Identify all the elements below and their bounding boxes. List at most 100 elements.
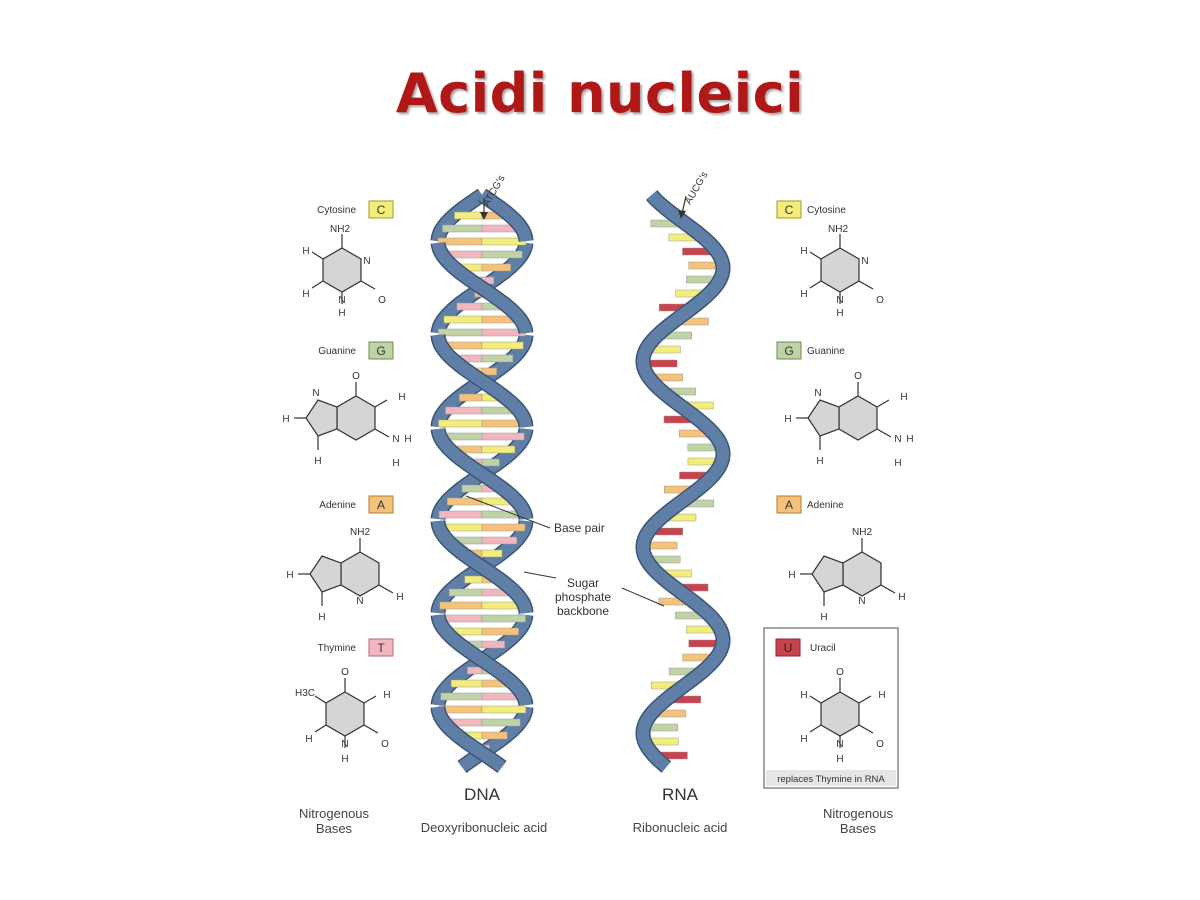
svg-text:N: N xyxy=(392,434,399,445)
svg-text:H: H xyxy=(398,392,405,403)
dna-backbone-front xyxy=(432,428,532,520)
dna-base-left xyxy=(454,211,483,220)
backbone-leader-right xyxy=(621,587,665,607)
svg-text:N: N xyxy=(861,256,868,267)
left-adenine-letter: A xyxy=(377,498,385,512)
rna-backbone xyxy=(636,191,729,772)
dna-base-left xyxy=(464,575,483,584)
uracil-note-bar xyxy=(766,770,896,786)
dna-base-left xyxy=(445,406,483,415)
svg-text:H: H xyxy=(338,308,345,319)
dna-double-helix xyxy=(430,188,534,773)
rna-single-strand xyxy=(635,190,731,773)
svg-text:H: H xyxy=(894,458,901,469)
left-thymine-name: Thymine xyxy=(318,643,357,654)
page-title: Acidi nucleici xyxy=(395,62,805,125)
svg-text:N: N xyxy=(858,596,865,607)
right-guanine-swatch xyxy=(776,341,802,360)
right-adenine-structure: NH2 H H H N xyxy=(788,527,905,623)
base-pair-leader xyxy=(465,495,551,529)
rna-top-label-group: AUCG's xyxy=(678,170,711,219)
left-cytosine-structure: NH2 H O H H N N xyxy=(302,224,386,319)
right-cytosine-structure: NH2 H O H H N N xyxy=(800,224,884,319)
svg-text:N: N xyxy=(338,295,345,306)
svg-text:NH2: NH2 xyxy=(330,224,350,235)
left-footer-line2: Bases xyxy=(316,821,353,836)
right-uracil-swatch xyxy=(775,638,801,657)
svg-text:H: H xyxy=(788,570,795,581)
svg-text:N: N xyxy=(814,388,821,399)
svg-text:O: O xyxy=(378,295,386,306)
svg-text:O: O xyxy=(876,295,884,306)
dna-base-left xyxy=(459,393,483,402)
dna-label: DNA xyxy=(464,785,501,804)
svg-text:N: N xyxy=(341,739,348,750)
dna-base-left xyxy=(443,315,483,324)
dna-base-left xyxy=(439,601,483,610)
right-uracil-structure: O H O H H H N xyxy=(800,667,885,765)
svg-text:N: N xyxy=(836,295,843,306)
left-adenine-swatch xyxy=(368,495,394,514)
right-adenine-name: Adenine xyxy=(807,500,844,511)
dna-base-left xyxy=(438,510,483,519)
dna-base-right xyxy=(481,354,514,363)
dna-base-right xyxy=(481,549,503,558)
svg-text:N: N xyxy=(894,434,901,445)
svg-text:H: H xyxy=(383,690,390,701)
dna-sublabel: Deoxyribonucleic acid xyxy=(421,820,547,835)
right-footer-line1: Nitrogenous xyxy=(823,806,894,821)
left-guanine-letter: G xyxy=(376,344,385,358)
svg-text:H: H xyxy=(800,246,807,257)
dna-base-left xyxy=(450,679,483,688)
svg-text:H: H xyxy=(784,414,791,425)
dna-base-right xyxy=(481,718,521,727)
svg-text:H: H xyxy=(800,734,807,745)
left-thymine-swatch xyxy=(368,638,394,657)
dna-backbone-front xyxy=(432,520,532,614)
backbone-leader-left xyxy=(523,571,557,579)
right-guanine-name: Guanine xyxy=(807,346,845,357)
dna-base-left xyxy=(442,224,483,233)
svg-text:N: N xyxy=(356,596,363,607)
rna-label: RNA xyxy=(662,785,699,804)
svg-text:H: H xyxy=(302,246,309,257)
backbone-label-line1: Sugar xyxy=(567,576,599,590)
left-guanine-swatch xyxy=(368,341,394,360)
right-guanine-structure: O H N H H H H N xyxy=(784,371,913,469)
svg-text:N: N xyxy=(312,388,319,399)
dna-backbone-front xyxy=(478,190,532,242)
dna-backbone-front xyxy=(432,242,532,334)
right-guanine-letter: G xyxy=(784,344,793,358)
svg-text:H: H xyxy=(800,289,807,300)
rna-top-label: AUCG's xyxy=(683,170,710,207)
left-guanine-structure: O H N H H H H N xyxy=(282,371,411,469)
svg-text:H: H xyxy=(286,570,293,581)
dna-base-right xyxy=(481,432,525,441)
dna-base-right xyxy=(481,367,497,376)
svg-text:H: H xyxy=(878,690,885,701)
svg-text:H: H xyxy=(341,754,348,765)
rna-backbone xyxy=(635,190,731,773)
dna-base-left xyxy=(448,588,483,597)
svg-text:NH2: NH2 xyxy=(828,224,848,235)
uracil-note: replaces Thymine in RNA xyxy=(777,774,885,785)
right-cytosine-name: Cytosine xyxy=(807,205,846,216)
svg-text:H: H xyxy=(392,458,399,469)
rna-top-arrowhead xyxy=(678,210,686,219)
backbone-label-line3: backbone xyxy=(557,604,609,618)
svg-text:H: H xyxy=(314,456,321,467)
left-thymine-structure: O H O H H3C H N xyxy=(295,667,391,765)
dna-base-right xyxy=(481,263,511,272)
dna-backbone-front xyxy=(432,706,506,772)
dna-base-right xyxy=(481,445,516,454)
svg-text:O: O xyxy=(341,667,349,678)
svg-text:H: H xyxy=(906,434,913,445)
rna-sublabel: Ribonucleic acid xyxy=(633,820,728,835)
dna-top-arrowhead xyxy=(480,212,488,220)
svg-text:H: H xyxy=(836,754,843,765)
dna-front-strand xyxy=(430,188,534,773)
dna-base-left xyxy=(467,666,483,675)
dna-base-right xyxy=(481,705,527,714)
dna-base-right xyxy=(481,640,505,649)
